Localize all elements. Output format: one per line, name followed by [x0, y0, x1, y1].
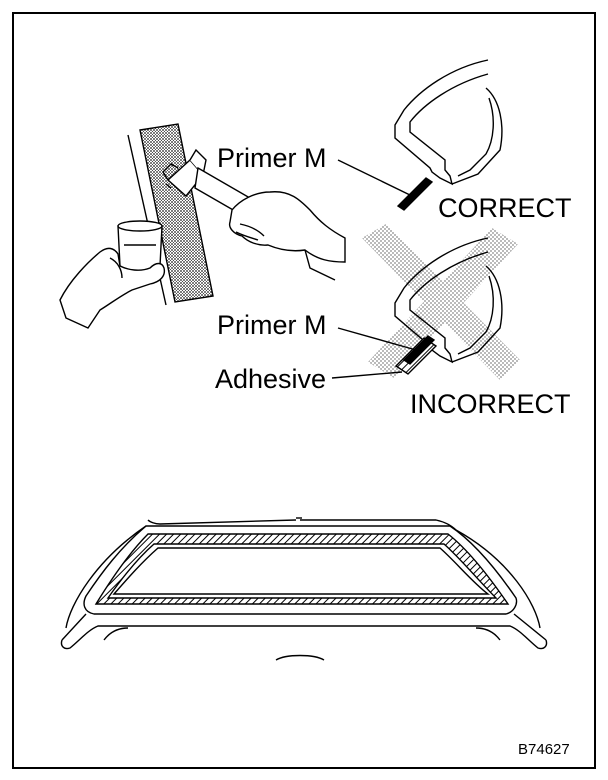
primer-strip-correct — [396, 177, 434, 211]
primer-m-label-incorrect: Primer M — [217, 310, 327, 340]
body-flange-incorrect — [394, 237, 489, 364]
correct-detail — [337, 59, 503, 211]
window-outer-frame — [83, 525, 518, 615]
primer-strip-incorrect — [402, 335, 436, 365]
figure-border — [12, 12, 596, 769]
correct-label: CORRECT — [438, 193, 572, 223]
left-hand-icon — [59, 247, 166, 329]
primer-application-illustration — [59, 123, 346, 329]
body-flange-correct — [394, 59, 489, 186]
glass-edge-band — [139, 123, 214, 303]
primer-m-label-correct: Primer M — [217, 143, 327, 173]
adhesive-label: Adhesive — [215, 364, 326, 394]
figure-code: B74627 — [518, 741, 570, 758]
right-hand-icon — [228, 191, 346, 263]
incorrect-detail — [331, 224, 520, 380]
incorrect-label: INCORRECT — [410, 389, 571, 419]
back-window-illustration — [60, 517, 548, 661]
window-primer-band — [94, 533, 510, 605]
